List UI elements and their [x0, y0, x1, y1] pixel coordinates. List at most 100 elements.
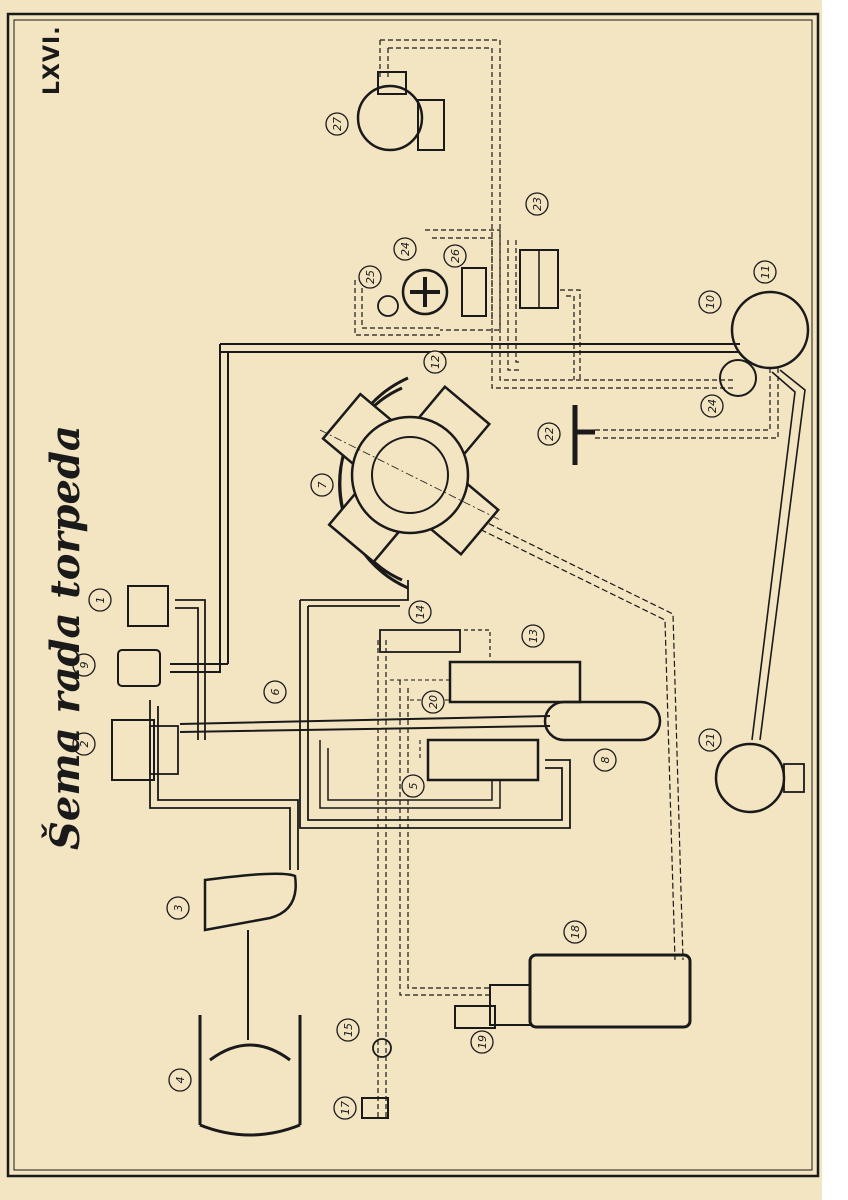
callout-number: 15: [342, 1023, 355, 1037]
callout-24: 24: [700, 394, 724, 418]
callout-circle: [408, 600, 432, 624]
callout-circle: [72, 653, 96, 677]
roller-21-box: [783, 763, 805, 793]
plate-number: LXVI.: [40, 25, 65, 95]
callout-circle: [593, 748, 617, 772]
callout-circle: [325, 112, 349, 136]
callout-circle: [421, 690, 445, 714]
callout-number: 21: [704, 733, 717, 747]
callout-number: 4: [174, 1077, 187, 1084]
callout-5: 5: [401, 774, 425, 798]
pipe-loop-6: [299, 600, 571, 829]
gyro-27-cyl: [417, 99, 445, 151]
callout-circle: [753, 260, 777, 284]
callout-17: 17: [333, 1096, 357, 1120]
callout-circle: [470, 1030, 494, 1054]
air-pipe-left-vertical: [219, 344, 229, 670]
link-11-to-21: [751, 369, 806, 741]
callout-15: 15: [336, 1018, 360, 1042]
callout-number: 11: [759, 265, 772, 279]
callout-circle: [521, 624, 545, 648]
callout-circle: [443, 244, 467, 268]
callout-number: 1: [94, 597, 107, 604]
tank-8: [543, 700, 662, 742]
gyro-27: [356, 84, 424, 152]
pipe-23: [507, 240, 520, 371]
callout-number: 14: [414, 605, 427, 619]
callout-27: 27: [325, 112, 349, 136]
dashed-line-18: [399, 680, 490, 996]
handle-3: [203, 872, 297, 932]
valve-1: [127, 585, 169, 627]
callout-22: 22: [537, 422, 561, 446]
paper: [0, 0, 830, 1200]
callout-circle: [698, 728, 722, 752]
callout-circle: [525, 192, 549, 216]
callout-circle: [310, 473, 334, 497]
callout-11: 11: [753, 260, 777, 284]
valve-14: [379, 629, 461, 653]
callout-number: 7: [316, 482, 329, 489]
callout-circle: [88, 588, 112, 612]
gear-11: [730, 290, 810, 370]
callout-number: 26: [449, 249, 462, 263]
valve-2: [111, 719, 155, 781]
callout-1: 1: [88, 588, 112, 612]
callout-circle: [263, 680, 287, 704]
callout-26: 26: [443, 244, 467, 268]
callout-18: 18: [563, 920, 587, 944]
cylinder-26: [461, 267, 487, 317]
callout-circle: [166, 896, 190, 920]
components-art: [111, 71, 810, 1137]
callout-number: 19: [476, 1035, 489, 1049]
callout-number: 25: [364, 270, 377, 284]
paper-edge-shadow: [822, 0, 848, 1200]
callout-circle: [333, 1096, 357, 1120]
dashed-line-7-to-18: [399, 483, 684, 961]
callout-7: 7: [310, 473, 334, 497]
regulator-13: [448, 660, 582, 704]
callout-circle: [358, 265, 382, 289]
callout-number: 20: [427, 695, 440, 709]
engine-hub-inner: [371, 436, 449, 514]
inner-frame: [13, 19, 813, 1171]
callout-circle: [168, 1068, 192, 1092]
pipe-27-inner: [379, 40, 389, 80]
diagram-title: Šema rada torpeda: [42, 425, 89, 850]
callout-circle: [401, 774, 425, 798]
callout-circle: [700, 394, 724, 418]
callout-number: 3: [172, 905, 185, 912]
pipe-22: [595, 365, 779, 439]
valve-24: [401, 268, 449, 316]
callout-number: 27: [331, 117, 344, 131]
regulator-5: [426, 738, 540, 782]
callout-9: 9: [72, 653, 96, 677]
reservoir-4: [198, 1015, 302, 1137]
dashed-line-13: [450, 629, 491, 660]
valve-22: [572, 405, 595, 465]
engine-axis: [319, 429, 501, 521]
pipe-24-26: [425, 229, 501, 331]
callout-14: 14: [408, 600, 432, 624]
pipes: [149, 39, 806, 1120]
callout-circle: [393, 237, 417, 261]
callout-21: 21: [698, 728, 722, 752]
valve-9: [117, 649, 161, 687]
callout-number: 6: [269, 689, 282, 696]
callout-19: 19: [470, 1030, 494, 1054]
callout-number: 5: [407, 783, 420, 790]
valve-17: [361, 1097, 389, 1119]
air-pipe-main: [220, 343, 740, 353]
callout-circle: [698, 290, 722, 314]
callout-2: 2: [72, 732, 96, 756]
callout-number: 17: [339, 1101, 352, 1115]
valve-15: [372, 1038, 392, 1058]
callout-6: 6: [263, 680, 287, 704]
callout-number: 22: [543, 427, 556, 441]
pipe-from-1: [175, 599, 206, 740]
callout-10: 10: [698, 290, 722, 314]
callout-3: 3: [166, 896, 190, 920]
callout-number: 9: [78, 662, 91, 669]
callout-12: 12: [423, 350, 447, 374]
